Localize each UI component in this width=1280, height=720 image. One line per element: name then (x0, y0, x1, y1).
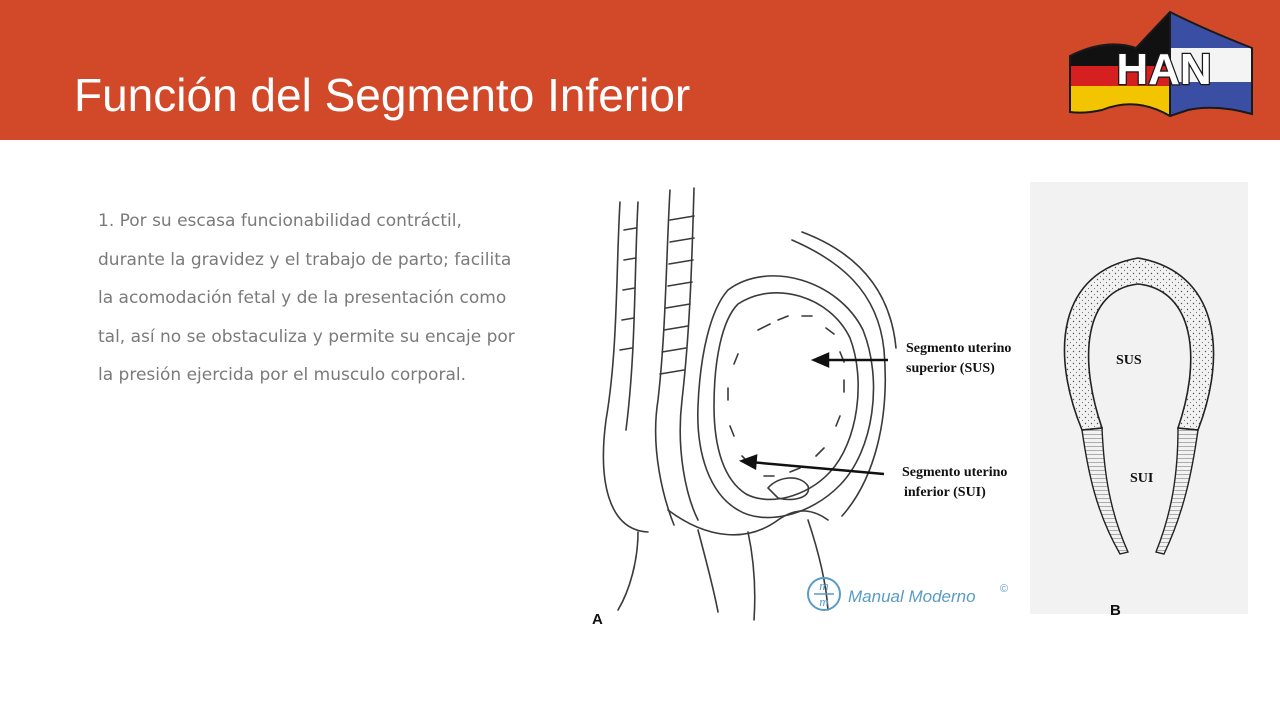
publisher-name: Manual Moderno (848, 587, 976, 606)
figure-b-label-sus: SUS (1116, 353, 1142, 368)
figure-b-illustration: SUS SUI (1030, 182, 1248, 614)
figure-b-panel-letter: B (1110, 602, 1121, 619)
slide-body-text: 1. Por su escasa funcionabilidad contrác… (98, 211, 515, 386)
figure-a-label-sui-line1: Segmento uterino (902, 465, 1007, 480)
slide-header: Función del Segmento Inferior HAN (0, 0, 1280, 140)
figure-b-background (1030, 182, 1248, 614)
manual-moderno-logo-icon: m m (807, 577, 841, 611)
han-flags-logo-icon: HAN (1066, 8, 1256, 118)
figure-a-illustration: Segmento uterino superior (SUS) Segmento… (578, 180, 1030, 632)
figure-a-label-sui-line2: inferior (SUI) (904, 485, 986, 500)
svg-text:m: m (819, 578, 828, 593)
publisher-mark: © (1000, 583, 1008, 595)
figure-a-label-sus-line1: Segmento uterino (906, 341, 1011, 356)
figure-a-panel-letter: A (592, 611, 603, 628)
header-band (0, 0, 1280, 140)
logo-text: HAN (1116, 45, 1211, 94)
figure-b-label-sui: SUI (1130, 471, 1153, 486)
header-background (0, 0, 1280, 140)
slide-title: Función del Segmento Inferior (74, 69, 691, 121)
figure-a-label-sus-line2: superior (SUS) (906, 361, 995, 376)
svg-text:m: m (819, 594, 828, 609)
